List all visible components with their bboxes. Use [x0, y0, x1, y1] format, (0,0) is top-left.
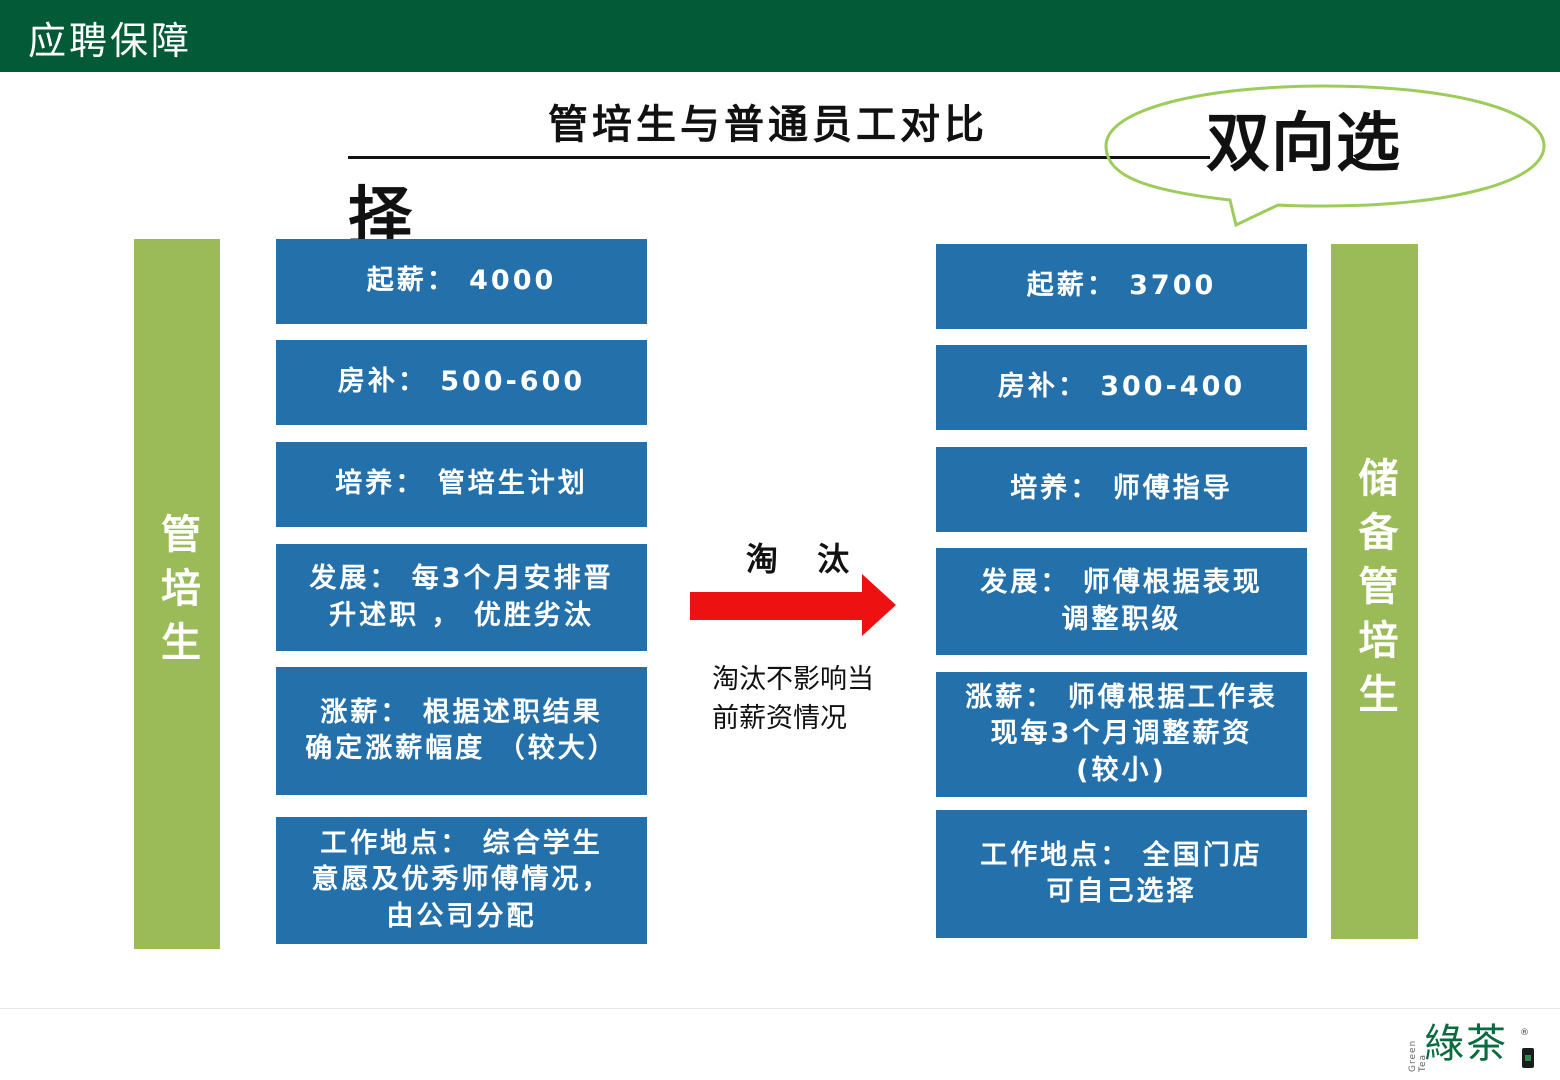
left-item-development: 发展： 每3个月安排晋 升述职 ， 优胜劣汰: [276, 544, 647, 651]
speech-bubble-icon: [1104, 84, 1546, 228]
elimination-note: 淘汰不影响当前薪资情况: [712, 664, 874, 735]
bubble-text: 双向选: [1206, 107, 1401, 181]
left-category-bar: 管培生: [134, 239, 220, 949]
right-item-location: 工作地点： 全国门店 可自己选择: [936, 810, 1307, 938]
logo-text: 綠茶: [1424, 1021, 1508, 1067]
arrow-label: 淘 汰: [746, 540, 864, 578]
title-underline: [348, 156, 1210, 159]
left-item-location: 工作地点： 综合学生 意愿及优秀师傅情况， 由公司分配: [276, 817, 647, 944]
tea-cup-icon: [1522, 1048, 1534, 1068]
arrow-right-icon: [690, 574, 896, 636]
left-item-raise: 涨薪： 根据述职结果 确定涨薪幅度 （较大）: [276, 667, 647, 795]
footer-divider: [0, 1008, 1560, 1009]
brand-logo: Green Tea 綠茶 ®: [1408, 1022, 1540, 1072]
right-category-bar: 储备管培生: [1331, 244, 1418, 939]
registered-mark: ®: [1520, 1028, 1529, 1038]
left-item-training: 培养： 管培生计划: [276, 442, 647, 527]
left-item-salary: 起薪： 4000: [276, 239, 647, 324]
right-category-label: 储备管培生: [1351, 456, 1398, 727]
right-item-raise: 涨薪： 师傅根据工作表 现每3个月调整薪资 (较小): [936, 672, 1307, 797]
left-category-label: 管培生: [154, 513, 200, 675]
right-item-housing: 房补： 300-400: [936, 345, 1307, 430]
header-title: 应聘保障: [28, 19, 193, 63]
header-bar: 应聘保障: [0, 0, 1560, 72]
right-item-development: 发展： 师傅根据表现 调整职级: [936, 548, 1307, 655]
page-title: 管培生与普通员工对比: [548, 102, 988, 148]
right-item-salary: 起薪： 3700: [936, 244, 1307, 329]
left-item-housing: 房补： 500-600: [276, 340, 647, 425]
right-item-training: 培养： 师傅指导: [936, 447, 1307, 532]
